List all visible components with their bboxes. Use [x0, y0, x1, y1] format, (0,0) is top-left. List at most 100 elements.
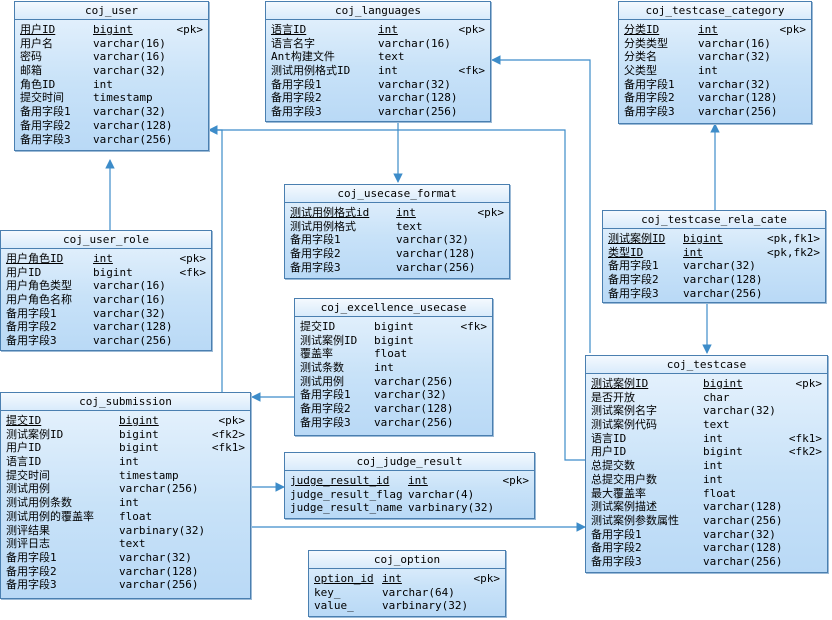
column-name: 提交时间	[20, 91, 64, 105]
table-title: coj_user_role	[1, 231, 211, 249]
column-type: int	[119, 455, 139, 469]
column-name: 备用字段3	[290, 260, 341, 274]
column-name: 用户ID	[6, 265, 42, 279]
column-type: float	[119, 509, 153, 523]
column-name: 备用字段2	[290, 247, 341, 261]
column-name: judge_result_name	[290, 501, 403, 515]
column-key: <pk>	[473, 572, 501, 585]
column-name: 备用字段1	[20, 105, 71, 119]
column-type: bigint	[119, 427, 159, 441]
column-type: varbinary(32)	[119, 523, 206, 537]
table-title: coj_excellence_usecase	[295, 299, 492, 317]
table-title: coj_option	[309, 551, 505, 569]
column-type: varbinary(32)	[408, 501, 495, 515]
column-type: bigint	[93, 23, 133, 36]
column-name: 备用字段2	[20, 118, 71, 132]
column-name: 密码	[20, 50, 42, 64]
column-name: 测试用例	[6, 482, 50, 496]
column-key: <fk1>	[788, 431, 822, 445]
column-name: 用户角色类型	[6, 279, 72, 293]
column-name: 总提交数	[591, 459, 635, 473]
column-type: varchar(16)	[93, 293, 166, 307]
table-title: coj_languages	[266, 2, 490, 20]
column-type: varchar(32)	[93, 64, 166, 78]
column-type: varchar(256)	[698, 105, 778, 119]
column-name: 备用字段1	[591, 527, 642, 541]
column-type: varchar(256)	[378, 105, 458, 119]
column-name: 测试用例	[300, 374, 344, 388]
column-type: varchar(32)	[683, 259, 756, 273]
column-type: varchar(256)	[683, 286, 763, 300]
column-name: 邮箱	[20, 64, 42, 78]
column-name: 总提交用户数	[591, 472, 657, 486]
column-type: int	[703, 472, 723, 486]
column-type: varchar(32)	[698, 77, 771, 91]
column-type: int	[698, 23, 718, 36]
column-name: value_	[314, 599, 354, 613]
column-name: 备用字段3	[608, 286, 659, 300]
column-row: value_varbinary(32)	[314, 599, 500, 613]
table-title: coj_testcase_category	[619, 2, 811, 20]
column-type: varchar(256)	[703, 554, 783, 568]
column-name: 测试案例名字	[591, 404, 657, 418]
column-type: varchar(128)	[119, 564, 199, 578]
column-name: 测试案例代码	[591, 418, 657, 432]
column-name: 分类名	[624, 50, 657, 64]
column-key: <pk>	[477, 206, 505, 219]
column-type: varchar(128)	[93, 320, 173, 334]
column-name: 备用字段1	[608, 259, 659, 273]
column-name: 测试案例ID	[6, 427, 64, 441]
column-name: 测试用例条数	[6, 496, 72, 510]
column-type: text	[396, 219, 423, 233]
column-key: <fk1>	[211, 441, 245, 455]
column-type: bigint	[374, 320, 414, 333]
column-type: varchar(128)	[374, 402, 454, 416]
column-name: 备用字段3	[624, 105, 675, 119]
column-key: <fk>	[179, 265, 207, 279]
column-name: 父类型	[624, 64, 657, 78]
column-name: 用户ID	[6, 441, 42, 455]
column-name: 备用字段2	[624, 91, 675, 105]
column-type: int	[396, 206, 416, 219]
column-name: 分类ID	[624, 23, 660, 36]
table-title: coj_testcase_rela_cate	[603, 211, 825, 229]
